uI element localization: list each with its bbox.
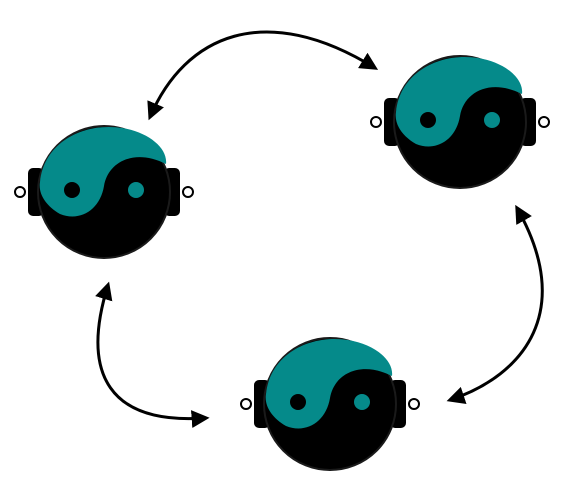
yin-yang-icon [240,337,420,471]
node-left [14,125,194,259]
node-bottom [240,337,420,471]
yin-yang-icon [14,125,194,259]
arrow-right-to-bottom [446,204,544,404]
connector-arrows [95,30,544,429]
arrow-left-to-right [147,30,379,121]
node-right [370,55,550,189]
arrow-bottom-to-left [95,281,210,429]
yin-yang-icon [370,55,550,189]
